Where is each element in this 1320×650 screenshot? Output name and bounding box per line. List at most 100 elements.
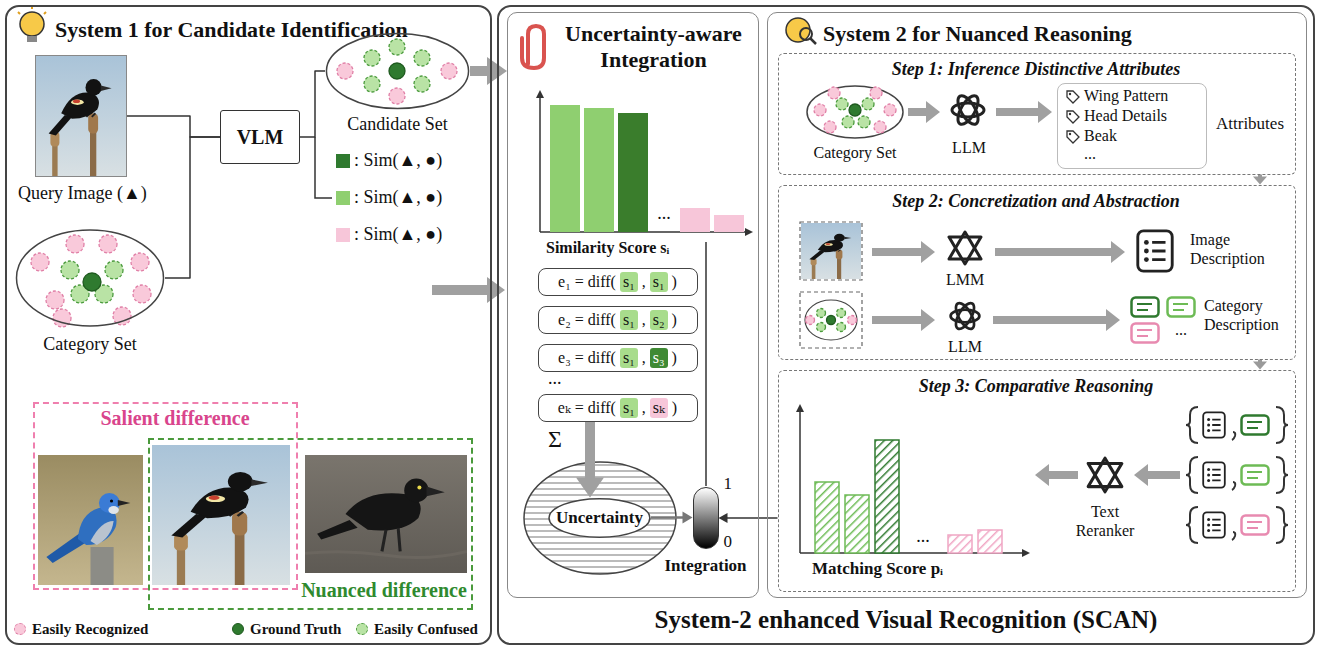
similarity-chart: [536, 90, 753, 236]
model-label: Text Reranker: [1066, 502, 1144, 540]
step1-figure: [814, 104, 826, 116]
candidate-member: [337, 39, 457, 104]
category-member: [99, 235, 117, 253]
step1-figure: [870, 87, 882, 99]
diff-formula: ): [672, 398, 677, 418]
category-member: [133, 285, 151, 303]
diff-formula: ): [672, 272, 677, 292]
ellipsis: ...: [905, 526, 941, 547]
step2-figure: [800, 292, 862, 348]
step-title: Step 1: Inference Distinctive Attributes: [779, 58, 1294, 80]
pair-bracket: [1186, 507, 1198, 543]
set-label: Category Set: [15, 334, 165, 355]
step1-figure: [884, 104, 896, 116]
step2-figure: [837, 323, 846, 332]
pair-bracket: [1186, 457, 1198, 493]
jay-photo: [38, 455, 143, 585]
connector-group: [1253, 360, 1267, 370]
idea-icon: [20, 12, 44, 36]
step1-figure: [1067, 111, 1079, 123]
legend-text: Easily Recognized: [32, 620, 148, 638]
similarity-square: [336, 228, 350, 242]
candidate-member: [389, 63, 405, 79]
image-caption: Query Image (▲): [18, 183, 193, 204]
candidate-member: [364, 76, 380, 92]
diff-formula: e₁ = diff(: [558, 272, 616, 292]
connector: [585, 422, 595, 481]
integration-panel: Uncertainty-aware Integratione₁ = diff(s…: [507, 12, 759, 598]
pair-bracket: [1276, 457, 1288, 493]
blackbird-photo: [152, 445, 290, 585]
similarity-term: : Sim(▲, ●): [354, 187, 442, 208]
ellipse-outline: [17, 230, 164, 326]
idea-icon: [18, 6, 46, 42]
arrow-head: [576, 478, 604, 498]
legend-item: Easily Recognized: [14, 620, 148, 638]
step2-figure: [837, 309, 846, 318]
step1-figure: [824, 121, 836, 133]
pair-bracket: [1242, 466, 1269, 485]
legend-swatch: [232, 623, 244, 635]
diff-formula: e₂ = diff(: [558, 310, 616, 330]
pair-bracket: [1186, 507, 1288, 543]
candidate-member: [441, 63, 457, 79]
candidate-member: [389, 88, 405, 104]
step3-figure: [1134, 464, 1180, 486]
pair-bracket: [1186, 407, 1288, 443]
category-member: [105, 261, 123, 279]
integration-gauge: 10Integration: [693, 487, 719, 549]
model-label: LMM: [940, 270, 990, 289]
pair-bracket: [1203, 462, 1225, 487]
category-member: [131, 253, 149, 271]
ellipse-outline: [549, 498, 650, 536]
step1-figure: [874, 121, 886, 133]
similarity-chart: [584, 108, 614, 232]
step3-figure: [978, 530, 1002, 553]
step1-figure: [807, 86, 1079, 143]
panel-title: System 1 for Candidate Identification: [55, 17, 487, 43]
similarity-square: [336, 154, 350, 242]
panel-title: System 2 for Nuanced Reasoning: [823, 21, 1263, 47]
panel-title: System-2 enhanced Visual Recognition (SC…: [499, 605, 1313, 635]
step2-figure: [951, 300, 980, 331]
step-title: Step 2: Concretization and Abstraction: [779, 190, 1294, 212]
model-name: VLM: [237, 126, 284, 149]
connector-group: [719, 513, 778, 523]
step2-figure: [1138, 231, 1172, 271]
similarity-chart: [680, 208, 710, 232]
query-image-frame: Query Image (▲): [35, 55, 127, 177]
score-chip: s₂: [650, 310, 668, 330]
step2-figure: [805, 300, 857, 340]
legend-text: Easily Confused: [374, 620, 478, 638]
step1-figure: [836, 98, 848, 110]
connector: [726, 517, 777, 519]
connector-group: [470, 57, 507, 85]
connector-group: [165, 137, 220, 278]
legend-text: Ground Truth: [250, 620, 341, 638]
category-member: [83, 273, 101, 291]
grackle-photo: [305, 455, 467, 573]
reasoning-icon: [810, 38, 816, 44]
step3-figure: [1022, 549, 1030, 557]
diff-formula: ): [672, 310, 677, 330]
axis-label: Similarity Score sᵢ: [546, 238, 669, 257]
model-label: LLM: [940, 337, 990, 356]
attribute-item: Wing Pattern: [1084, 86, 1202, 105]
pair-bracket: [1276, 407, 1288, 443]
step2-figure: [995, 241, 1125, 263]
step2-figure: [1132, 324, 1159, 343]
step2-figure: [817, 309, 826, 318]
diff-box: eₖ = diff(s₁,sₖ): [538, 394, 698, 422]
score-chip: sₖ: [650, 398, 668, 418]
scale-value: 1: [724, 474, 738, 494]
diff-formula: eₖ = diff(: [558, 398, 616, 418]
step2-figure: [801, 223, 861, 279]
arrow-head: [683, 512, 693, 524]
candidate-member: [364, 50, 380, 66]
scan-panel: System-2 enhanced Visual Recognition (SC…: [497, 5, 1315, 645]
category-member: [66, 235, 84, 253]
step1-figure: [828, 87, 840, 99]
step2-figure: [848, 316, 857, 325]
step1-figure: [908, 101, 940, 123]
attribute-list: Wing PatternHead DetailsBeak...Attribute…: [1057, 83, 1207, 169]
